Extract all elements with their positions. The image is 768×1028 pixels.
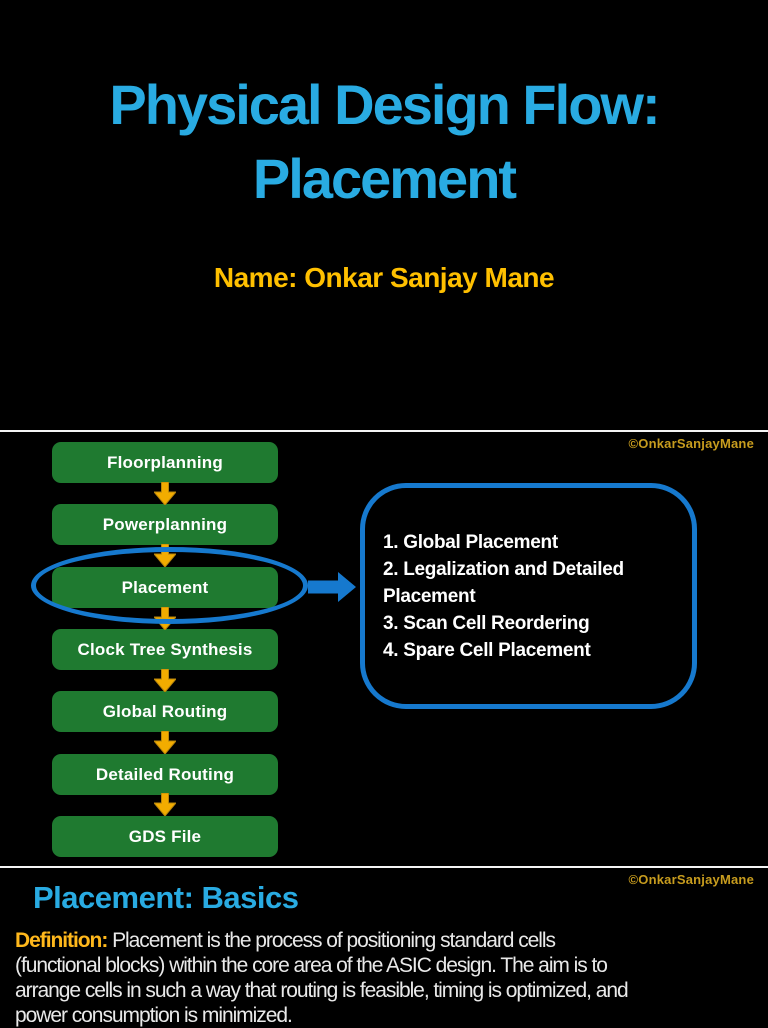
definition-paragraph: Definition: Placement is the process of … <box>15 928 629 1028</box>
callout-item: 4. Spare Cell Placement <box>383 639 591 661</box>
slide-title-line2: Placement <box>252 147 517 210</box>
flow-step-label: Floorplanning <box>107 452 223 472</box>
watermark: ©OnkarSanjayMane <box>628 872 754 887</box>
flowchart-slide: ©OnkarSanjayMane Floorplanning Powerplan… <box>0 432 768 866</box>
flow-step-label: Clock Tree Synthesis <box>77 639 253 659</box>
title-slide: Physical Design Flow: Placement Name: On… <box>0 0 768 430</box>
flow-step-detailed-routing: Detailed Routing <box>52 754 278 795</box>
callout-item: 1. Global Placement <box>383 531 558 553</box>
definition-line: (functional blocks) within the core area… <box>15 954 608 977</box>
definition-line: Definition: Placement is the process of … <box>15 928 628 953</box>
definition-line: arrange cells in such a way that routing… <box>15 979 629 1002</box>
flow-step-global-routing: Global Routing <box>52 691 278 732</box>
callout-item: 2. Legalization and Detailed Placement <box>383 558 624 607</box>
slide-title-line1: Physical Design Flow: <box>109 73 660 136</box>
down-arrow-icon <box>154 731 176 754</box>
basics-slide: ©OnkarSanjayMane Placement: Basics Defin… <box>0 868 768 1027</box>
flow-step-label: Global Routing <box>102 701 228 721</box>
flow-step-label: Powerplanning <box>102 514 228 534</box>
placement-steps-callout: 1. Global Placement 2. Legalization and … <box>360 483 697 709</box>
slide-separator <box>0 866 768 868</box>
slide-separator <box>0 430 768 432</box>
author-name: Name: Onkar Sanjay Mane <box>213 262 555 293</box>
down-arrow-icon <box>154 669 176 692</box>
flow-step-label: GDS File <box>128 826 202 846</box>
right-arrow-icon <box>308 572 356 602</box>
flow-step-powerplanning: Powerplanning <box>52 504 278 545</box>
flow-step-clock-tree-synthesis: Clock Tree Synthesis <box>52 629 278 670</box>
section-heading: Placement: Basics <box>33 880 299 915</box>
definition-label: Definition: <box>15 929 108 952</box>
flow-step-gds-file: GDS File <box>52 816 278 857</box>
definition-text: Placement is the process of positioning … <box>112 929 556 952</box>
down-arrow-icon <box>154 793 176 816</box>
flow-step-floorplanning: Floorplanning <box>52 442 278 483</box>
watermark: ©OnkarSanjayMane <box>628 436 754 451</box>
highlight-ellipse <box>31 547 308 624</box>
callout-item: 3. Scan Cell Reordering <box>383 612 590 634</box>
down-arrow-icon <box>154 482 176 505</box>
slide-title: Physical Design Flow: Placement <box>0 68 768 216</box>
flow-step-label: Detailed Routing <box>95 764 235 784</box>
definition-line: power consumption is minimized. <box>15 1004 293 1027</box>
